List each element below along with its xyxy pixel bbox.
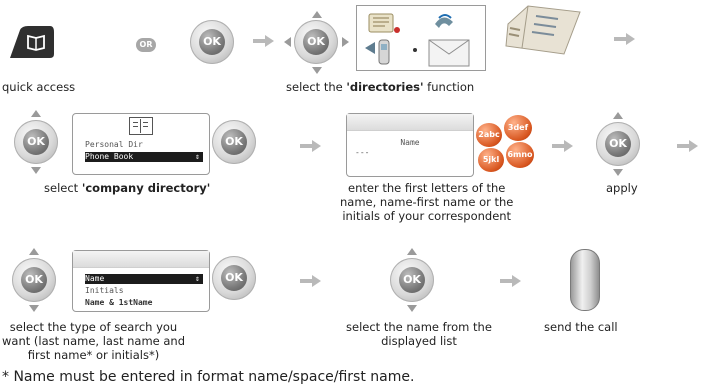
nav-up-arrow-icon <box>312 11 322 18</box>
navigator-button[interactable]: OK <box>390 258 434 302</box>
nav-down-arrow-icon <box>407 305 417 312</box>
nav-down-arrow-icon <box>613 169 623 176</box>
navigator-button[interactable]: OK <box>294 20 338 64</box>
footnote: * Name must be entered in format name/sp… <box>2 369 415 385</box>
key-3def[interactable]: 3def <box>504 115 532 141</box>
navigator-button[interactable]: OK <box>12 258 56 302</box>
key-5jkl[interactable]: 5jkl <box>478 148 504 172</box>
ok-label: OK <box>23 129 49 155</box>
select-name-caption: select the name from the displayed list <box>346 320 492 348</box>
select-directories-caption: select the 'directories' function <box>286 80 475 94</box>
name-input-field[interactable]: --- <box>355 148 370 157</box>
name-screen-title: Name <box>400 138 420 147</box>
nav-down-arrow-icon <box>31 167 41 174</box>
directory-book-icon <box>500 2 586 68</box>
search-type-screen: Name ⇕ Initials Name & 1stName <box>72 250 210 312</box>
ok-button[interactable]: OK <box>212 256 256 300</box>
key-2abc[interactable]: 2abc <box>476 123 502 147</box>
quick-access-caption: quick access <box>2 80 76 94</box>
book-icon <box>10 26 54 58</box>
search-type-caption: select the type of search you want (last… <box>2 320 186 362</box>
call-key-button[interactable] <box>570 249 600 311</box>
nav-down-arrow-icon <box>29 305 39 312</box>
navigator-button[interactable]: OK <box>14 120 58 164</box>
menu-item-name-first-name[interactable]: Name & 1stName <box>85 298 153 307</box>
nav-up-arrow-icon <box>31 110 41 117</box>
ok-label: OK <box>221 265 247 291</box>
screen-header <box>347 114 473 131</box>
nav-left-arrow-icon <box>284 37 291 47</box>
ok-label: OK <box>399 267 425 293</box>
scroll-arrows-icon: ⇕ <box>195 274 200 283</box>
nav-up-arrow-icon <box>613 112 623 119</box>
arrow-icon <box>300 275 322 287</box>
function-icons-panel <box>356 5 486 71</box>
nav-down-arrow-icon <box>312 67 322 74</box>
ok-label: OK <box>605 131 631 157</box>
ok-label: OK <box>303 29 329 55</box>
menu-item-label: Phone Book <box>85 152 134 161</box>
apply-caption: apply <box>606 181 638 195</box>
directory-menu-screen: Personal Dir Phone Book ⇕ <box>72 113 210 175</box>
select-company-directory-caption: select 'company directory' <box>44 181 211 195</box>
ok-button[interactable]: OK <box>212 120 256 164</box>
key-6mno[interactable]: 6mno <box>506 142 534 168</box>
nav-right-arrow-icon <box>342 37 349 47</box>
arrow-icon <box>300 140 322 152</box>
or-separator: OR <box>136 38 156 52</box>
scroll-arrows-icon: ⇕ <box>195 152 200 161</box>
send-call-caption: send the call <box>544 320 618 334</box>
directories-icon <box>365 13 470 67</box>
arrow-icon <box>677 140 699 152</box>
quick-access-key[interactable] <box>6 24 56 60</box>
menu-item-personal-dir[interactable]: Personal Dir <box>85 140 143 149</box>
ok-label: OK <box>21 267 47 293</box>
screen-header <box>73 251 209 268</box>
ok-button[interactable]: OK <box>190 20 234 64</box>
navigator-button[interactable]: OK <box>596 122 640 166</box>
menu-item-initials[interactable]: Initials <box>85 286 124 295</box>
nav-up-arrow-icon <box>407 248 417 255</box>
ok-label: OK <box>221 129 247 155</box>
menu-item-label: Name <box>85 274 105 283</box>
menu-item-phone-book[interactable]: Phone Book ⇕ <box>85 152 203 162</box>
arrow-icon <box>614 33 636 45</box>
ok-label: OK <box>199 29 225 55</box>
name-entry-screen: Name --- <box>346 113 474 177</box>
arrow-icon <box>500 275 522 287</box>
arrow-icon <box>552 140 574 152</box>
arrow-icon <box>253 35 275 47</box>
enter-letters-caption: enter the first letters of the name, nam… <box>340 181 514 223</box>
directory-book-icon <box>129 117 153 135</box>
menu-item-name[interactable]: Name ⇕ <box>85 274 203 284</box>
nav-up-arrow-icon <box>29 248 39 255</box>
